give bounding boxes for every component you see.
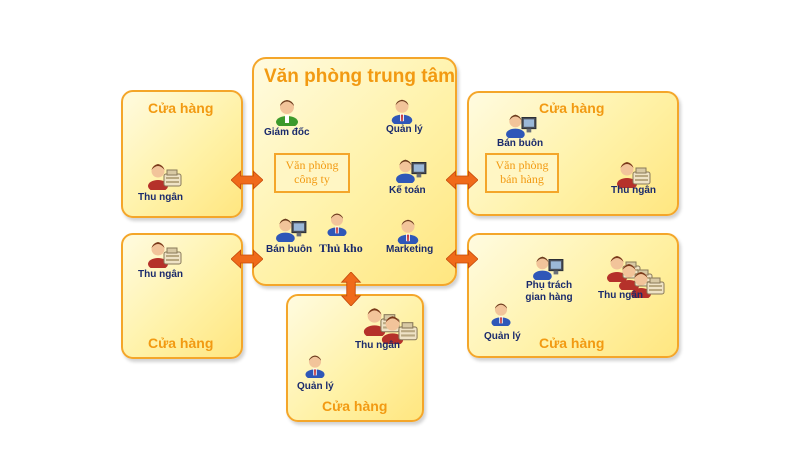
store-bottom-left — [121, 233, 243, 359]
cashier-label: Thu ngân — [138, 192, 183, 203]
accountant-label: Kế toán — [389, 185, 426, 196]
store-title: Cửa hàng — [322, 398, 388, 414]
accountant-icon — [394, 155, 428, 183]
cashier-label: Thu ngân — [355, 340, 400, 351]
marketing-icon — [394, 216, 422, 244]
double-arrow-icon — [446, 169, 478, 191]
manager-icon — [302, 352, 328, 378]
wholesale-icon — [504, 110, 538, 138]
wholesale-label: Bán buôn — [497, 138, 544, 149]
wholesale-icon — [274, 214, 308, 242]
double-arrow-icon — [340, 272, 362, 306]
sales-office-box: Văn phòng bán hàng — [485, 153, 559, 193]
warehouse-keeper-icon — [324, 210, 350, 236]
manager-label: Quản lý — [484, 331, 521, 342]
store-title: Cửa hàng — [148, 335, 214, 351]
wholesale-label: Bán buôn — [266, 244, 313, 255]
marketing-label: Marketing — [386, 244, 434, 255]
cashier-icon — [146, 238, 184, 268]
director-label: Giám đốc — [264, 127, 310, 138]
store-title: Cửa hàng — [539, 100, 605, 116]
double-arrow-icon — [231, 248, 263, 270]
store-head-icon — [530, 252, 566, 280]
manager-icon — [488, 300, 514, 326]
store-title: Cửa hàng — [539, 335, 605, 351]
manager-icon — [388, 96, 416, 124]
double-arrow-icon — [446, 248, 478, 270]
manager-label: Quản lý — [297, 381, 334, 392]
store-title: Cửa hàng — [148, 100, 214, 116]
central-office-title: Văn phòng trung tâm — [264, 66, 456, 87]
store-head-label: Phụ trách gian hàng — [525, 280, 573, 303]
cashier-icon — [146, 160, 184, 190]
cashier-label: Thu ngân — [138, 269, 183, 280]
director-icon — [272, 96, 302, 126]
cashier-label: Thu ngân — [611, 185, 656, 196]
company-office-box: Văn phòng công ty — [274, 153, 350, 193]
double-arrow-icon — [231, 169, 263, 191]
cashier-icon — [614, 158, 654, 188]
warehouse-keeper-label: Thủ kho — [319, 241, 363, 255]
manager-label: Quản lý — [386, 124, 423, 135]
cashier-label: Thu ngân — [598, 290, 643, 301]
store-top-left — [121, 90, 243, 218]
store-bottom-center — [286, 294, 424, 422]
